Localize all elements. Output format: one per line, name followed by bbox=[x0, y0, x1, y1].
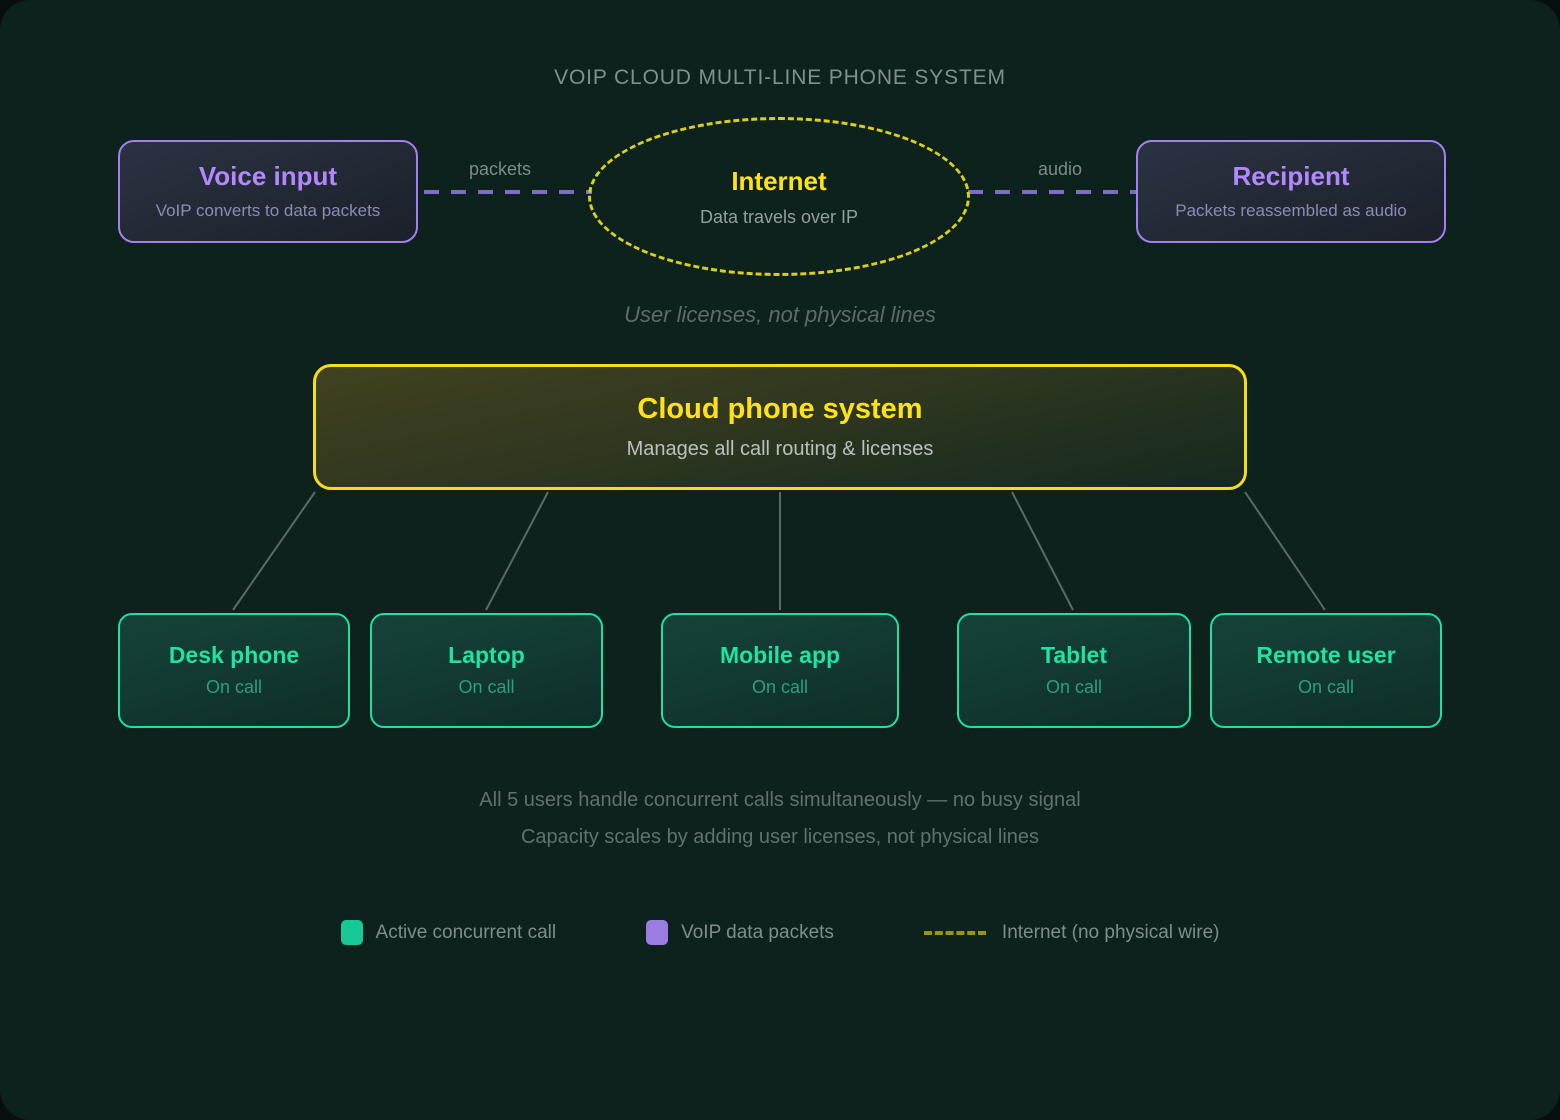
legend: Active concurrent call VoIP data packets… bbox=[0, 920, 1560, 945]
cloud-subtitle: Manages all call routing & licenses bbox=[626, 438, 934, 460]
laptop-title: Laptop bbox=[448, 642, 525, 669]
node-recipient[interactable]: Recipient Packets reassembled as audio bbox=[1136, 140, 1446, 243]
connector-laptop bbox=[485, 491, 549, 611]
footer-note-secondary: Capacity scales by adding user licenses,… bbox=[520, 826, 1040, 848]
legend-label-active-call: Active concurrent call bbox=[375, 921, 557, 943]
legend-item-active-call: Active concurrent call bbox=[340, 920, 557, 945]
node-remote-user[interactable]: Remote user On call bbox=[1210, 613, 1442, 728]
recipient-title: Recipient bbox=[1232, 161, 1350, 192]
recipient-subtitle: Packets reassembled as audio bbox=[1175, 200, 1407, 220]
remote-user-title: Remote user bbox=[1256, 642, 1396, 669]
remote-user-status: On call bbox=[1297, 676, 1355, 697]
connector-tablet bbox=[1011, 491, 1074, 611]
diagram-title: VOIP CLOUD MULTI-LINE PHONE SYSTEM bbox=[554, 66, 1006, 89]
node-laptop[interactable]: Laptop On call bbox=[370, 613, 603, 728]
node-voice-input[interactable]: Voice input VoIP converts to data packet… bbox=[118, 140, 418, 243]
desk-phone-title: Desk phone bbox=[168, 642, 300, 669]
internet-title: Internet bbox=[731, 165, 827, 196]
mobile-app-title: Mobile app bbox=[719, 642, 841, 669]
node-desk-phone[interactable]: Desk phone On call bbox=[118, 613, 350, 728]
active-call-swatch-icon bbox=[340, 920, 363, 945]
node-cloud-phone-system[interactable]: Cloud phone system Manages all call rout… bbox=[313, 364, 1247, 490]
node-mobile-app[interactable]: Mobile app On call bbox=[661, 613, 899, 728]
node-tablet[interactable]: Tablet On call bbox=[957, 613, 1191, 728]
cloud-title: Cloud phone system bbox=[637, 393, 923, 425]
footer-note-primary: All 5 users handle concurrent calls simu… bbox=[479, 789, 1081, 811]
tablet-title: Tablet bbox=[1040, 642, 1108, 669]
legend-item-internet: Internet (no physical wire) bbox=[923, 921, 1220, 944]
mobile-app-status: On call bbox=[751, 676, 809, 697]
legend-label-voip-packets: VoIP data packets bbox=[681, 921, 834, 943]
laptop-status: On call bbox=[458, 676, 515, 697]
legend-label-internet: Internet (no physical wire) bbox=[1001, 921, 1220, 943]
internet-dashed-line-icon bbox=[923, 930, 986, 935]
voice-input-subtitle: VoIP converts to data packets bbox=[155, 200, 381, 220]
voip-packets-swatch-icon bbox=[646, 920, 669, 945]
internet-subtitle: Data travels over IP bbox=[699, 206, 859, 227]
legend-item-voip-packets: VoIP data packets bbox=[646, 920, 834, 945]
node-internet[interactable]: Internet Data travels over IP bbox=[588, 117, 970, 276]
license-caption: User licenses, not physical lines bbox=[624, 302, 936, 327]
desk-phone-status: On call bbox=[205, 676, 263, 697]
connector-desk-phone bbox=[232, 491, 316, 611]
connector-remote-user bbox=[1244, 491, 1326, 611]
edge-label-packets: packets bbox=[468, 159, 532, 179]
tablet-status: On call bbox=[1045, 676, 1103, 697]
voice-input-title: Voice input bbox=[198, 161, 338, 192]
edge-label-audio: audio bbox=[1037, 159, 1083, 179]
